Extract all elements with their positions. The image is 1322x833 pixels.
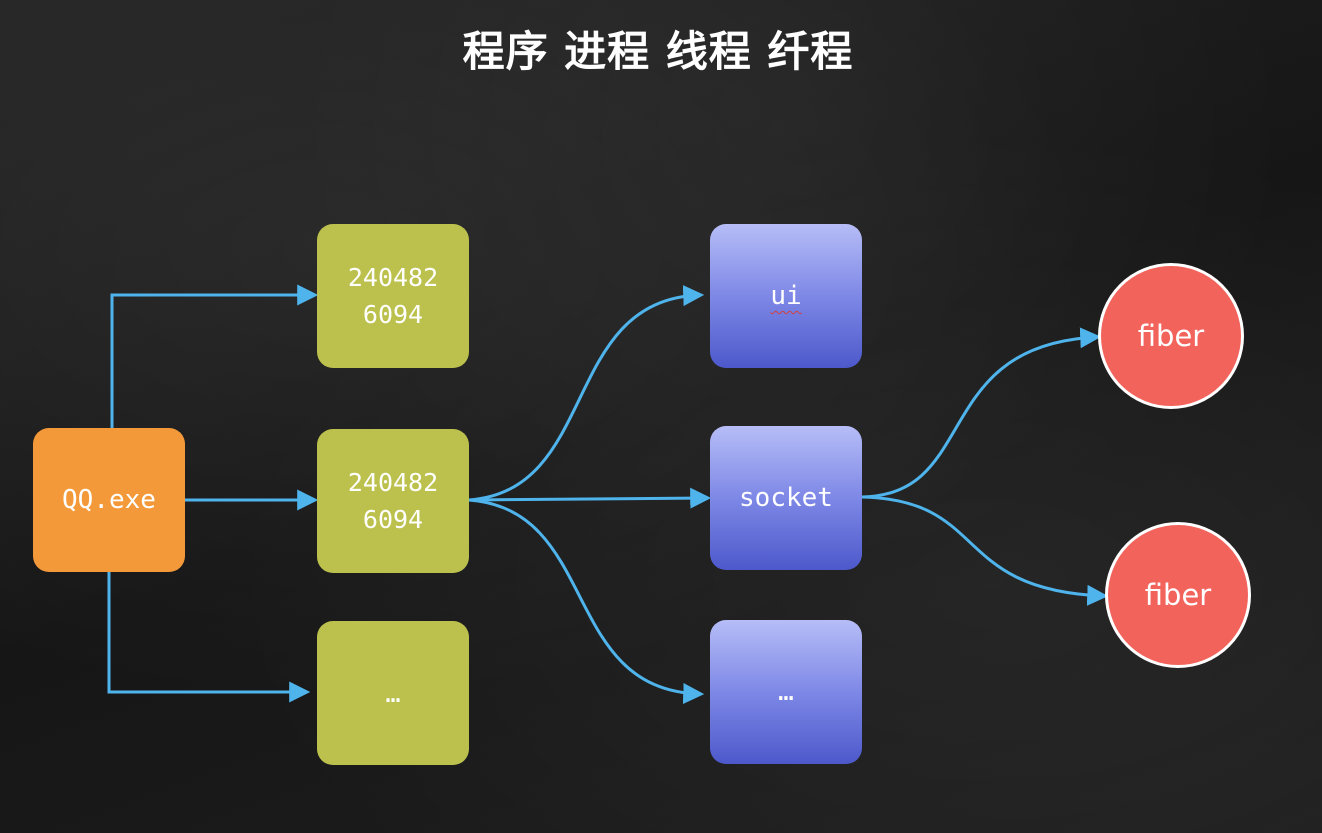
thread-to-fiber-2-arrow — [861, 495, 1109, 606]
thread-to-fiber-1-arrow — [861, 327, 1102, 499]
thread-node-ui: ui — [710, 224, 862, 368]
thread-node-more: … — [710, 620, 862, 764]
process-node-2: 240482 6094 — [317, 429, 469, 573]
process-to-thread-ui-arrow — [468, 285, 705, 502]
thread-ui-label: ui — [770, 281, 802, 311]
diagram-title: 程序 进程 线程 纤程 — [462, 27, 854, 76]
fiber-node-2: fiber — [1105, 522, 1251, 668]
program-node: QQ.exe — [33, 428, 185, 572]
thread-node-socket: socket — [710, 426, 862, 570]
fiber-node-1: fiber — [1098, 263, 1244, 409]
process-node-3: … — [317, 621, 469, 765]
process-to-thread-socket-arrow — [468, 487, 712, 509]
program-to-process-3-arrow — [107, 572, 311, 703]
program-to-process-1-arrow — [110, 284, 319, 428]
process-to-thread-more-arrow — [468, 498, 705, 704]
process-node-1: 240482 6094 — [317, 224, 469, 368]
